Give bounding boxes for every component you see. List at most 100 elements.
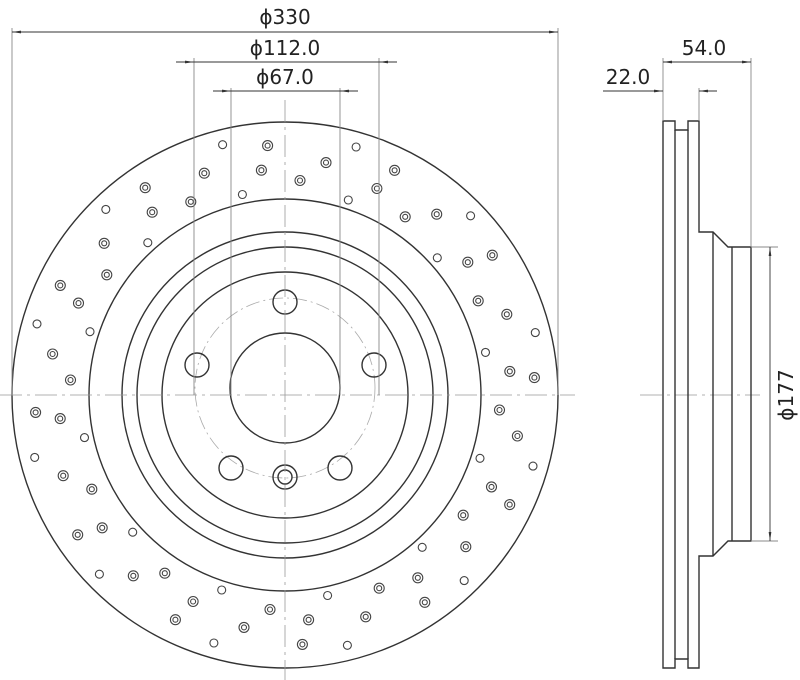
drill-hole-chamfer (322, 159, 330, 166)
drill-hole (187, 595, 199, 608)
drill-hole-chamfer (101, 240, 108, 247)
drill-hole (323, 590, 333, 601)
disc-outer-profile (662, 120, 752, 669)
drill-hole-chamfer (75, 300, 82, 307)
drill-hole (128, 527, 138, 537)
front-dimensions (11, 28, 559, 395)
drill-hole-chamfer (496, 406, 503, 414)
drill-hole-chamfer (187, 198, 194, 205)
drill-hole (320, 157, 332, 169)
drill-hole-chamfer (531, 374, 538, 381)
drill-hole-chamfer (103, 271, 110, 278)
drill-hole (85, 327, 95, 337)
drill-hole-chamfer (421, 599, 428, 606)
drill-hole-chamfer (60, 472, 67, 479)
drill-hole (528, 461, 538, 471)
pcd-diameter-label: ϕ112.0 (250, 36, 320, 60)
bolt-hole (218, 455, 244, 481)
center-bore-label: ϕ67.0 (256, 65, 314, 89)
side-view (662, 120, 752, 669)
drill-hole (185, 196, 197, 208)
drill-hole (511, 430, 523, 442)
drill-hole (101, 204, 111, 214)
bolt-holes (184, 289, 387, 490)
drill-hole (262, 140, 274, 152)
drill-hole-chamfer (391, 167, 398, 174)
drill-hole (389, 164, 401, 176)
drill-hole (264, 603, 276, 616)
pcd-circle (194, 297, 376, 479)
drill-hole (457, 509, 469, 521)
drill-hole (528, 372, 540, 384)
drill-hole-chamfer (299, 641, 306, 648)
drill-hole-chamfer (142, 184, 149, 191)
drill-hole (79, 433, 90, 443)
drill-hole-chamfer (402, 213, 409, 220)
drill-hole (360, 611, 372, 623)
center-lines (0, 100, 760, 680)
drill-hole-chamfer (475, 297, 482, 304)
drill-hole (72, 297, 85, 309)
drill-hole (399, 211, 411, 223)
drill-hole (218, 140, 228, 150)
drill-hole (198, 167, 210, 179)
drill-holes (30, 140, 540, 650)
drill-hole (371, 182, 383, 195)
drill-hole (466, 211, 476, 221)
drill-hole (143, 238, 153, 248)
bolt-hole (184, 352, 210, 378)
drill-hole-chamfer (99, 524, 106, 531)
drill-hole (432, 253, 442, 263)
drill-hole (373, 582, 385, 594)
drill-hole (480, 347, 491, 357)
drill-hole (486, 249, 498, 261)
drill-hole (72, 529, 84, 541)
bolt-hole (361, 352, 387, 378)
drill-hole (294, 174, 306, 187)
drill-hole (101, 269, 113, 281)
drill-hole-chamfer (161, 570, 168, 577)
drill-hole-chamfer (67, 376, 74, 384)
drill-hole-chamfer (49, 350, 56, 358)
drill-hole-chamfer (464, 259, 471, 266)
drill-hole (417, 542, 427, 552)
drill-hole (501, 308, 513, 320)
hat-diameter-label: ϕ177 (774, 369, 798, 420)
drill-hole (159, 567, 171, 579)
drill-hole-chamfer (258, 167, 265, 174)
drill-hole-chamfer (362, 613, 369, 620)
drill-hole (472, 295, 484, 307)
drill-hole (86, 483, 98, 495)
drill-hole (419, 596, 431, 608)
drill-hole (54, 413, 66, 425)
drill-hole (47, 348, 59, 360)
drill-hole (343, 195, 353, 205)
drill-hole-chamfer (414, 574, 421, 581)
drill-hole (296, 638, 308, 650)
drill-hole-chamfer (489, 252, 496, 259)
drill-hole-chamfer (201, 170, 208, 177)
drill-hole-chamfer (57, 415, 64, 422)
drill-hole-chamfer (149, 209, 156, 216)
drill-hole-chamfer (32, 409, 39, 416)
drill-hole (238, 621, 250, 633)
drill-hole (94, 569, 104, 579)
drill-hole (504, 365, 516, 377)
drill-hole (351, 142, 361, 152)
total-height-label: 54.0 (682, 36, 727, 60)
drill-hole (460, 541, 472, 553)
drill-hole (303, 614, 315, 626)
drill-hole (209, 638, 219, 648)
drill-hole-chamfer (240, 624, 248, 631)
drill-hole (54, 279, 66, 291)
drill-hole-chamfer (296, 177, 304, 184)
drill-hole-chamfer (376, 585, 383, 592)
drill-hole (217, 585, 227, 595)
drill-hole (30, 406, 42, 418)
drill-hole (237, 189, 247, 200)
drill-hole-chamfer (74, 531, 81, 538)
drill-hole (169, 614, 181, 626)
drill-hole-chamfer (462, 543, 469, 550)
drill-hole-chamfer (514, 432, 521, 440)
